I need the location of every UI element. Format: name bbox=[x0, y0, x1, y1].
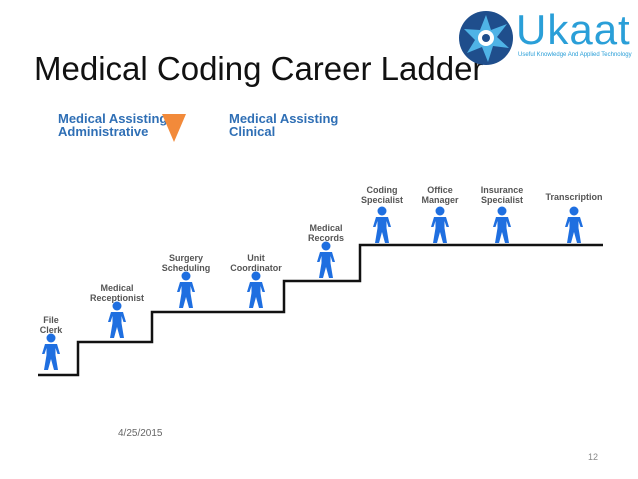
legend-triangle-marker bbox=[162, 114, 186, 142]
role-label-line: Coding bbox=[366, 185, 398, 195]
role-label-line: Office bbox=[427, 185, 453, 195]
person-icon bbox=[371, 206, 393, 244]
footer-date: 4/25/2015 bbox=[118, 428, 163, 439]
role-label-line: Surgery bbox=[168, 253, 204, 263]
ukaat-logo: Ukaat Useful Knowledge And Applied Techn… bbox=[458, 6, 636, 68]
role-label: Transcription bbox=[545, 192, 602, 202]
person-icon bbox=[245, 271, 267, 309]
role-label-line: Insurance bbox=[480, 185, 524, 195]
role-label-line: Transcription bbox=[545, 192, 603, 202]
role-label-line: Coordinator bbox=[230, 263, 282, 273]
legend-admin-line-1: Medical Assisting bbox=[58, 111, 168, 126]
legend-clinical: Medical Assisting Clinical bbox=[229, 112, 338, 138]
legend-administrative: Medical Assisting Administrative bbox=[58, 112, 167, 138]
person-icon bbox=[106, 301, 128, 339]
role-label-line: File bbox=[43, 315, 59, 325]
person-icon bbox=[429, 206, 451, 244]
person-icon bbox=[563, 206, 585, 244]
star-emblem-icon bbox=[459, 11, 513, 65]
role-label-line: Specialist bbox=[360, 195, 404, 205]
legend-clin-line-2: Clinical bbox=[229, 124, 276, 139]
person-icon bbox=[491, 206, 513, 244]
role-label-line: Manager bbox=[421, 195, 459, 205]
role-label-line: Medical bbox=[309, 223, 343, 233]
logo-tagline: Useful Knowledge And Applied Technology bbox=[518, 52, 632, 58]
legend-admin-line-2: Administrative bbox=[58, 124, 149, 139]
role-label-line: Clerk bbox=[39, 325, 63, 335]
role-label-line: Specialist bbox=[480, 195, 524, 205]
role-label-line: Records bbox=[307, 233, 345, 243]
slide-title: Medical Coding Career Ladder bbox=[34, 50, 484, 87]
staircase-line bbox=[38, 243, 603, 377]
person-icon bbox=[315, 241, 337, 279]
role-label-line: Scheduling bbox=[161, 263, 211, 273]
logo-wordmark: Ukaat bbox=[516, 6, 631, 53]
legend-clin-line-1: Medical Assisting bbox=[229, 111, 339, 126]
person-icon bbox=[40, 333, 62, 371]
role-label-line: Unit bbox=[247, 253, 265, 263]
page-number: 12 bbox=[588, 452, 599, 462]
person-icon bbox=[175, 271, 197, 309]
role-label-line: Medical bbox=[100, 283, 134, 293]
role-label-line: Receptionist bbox=[89, 293, 145, 303]
